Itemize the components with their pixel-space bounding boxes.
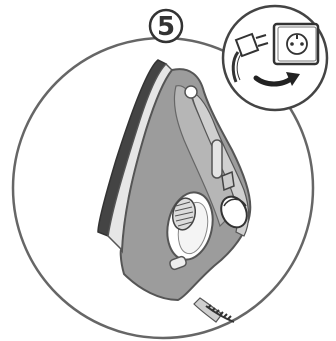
step-number-badge: 5	[150, 10, 182, 42]
spray-nozzle-button	[185, 86, 197, 98]
wall-socket-icon	[274, 24, 318, 64]
steam-lever	[212, 140, 222, 178]
unplug-inset	[223, 6, 327, 110]
step-number: 5	[157, 12, 175, 42]
